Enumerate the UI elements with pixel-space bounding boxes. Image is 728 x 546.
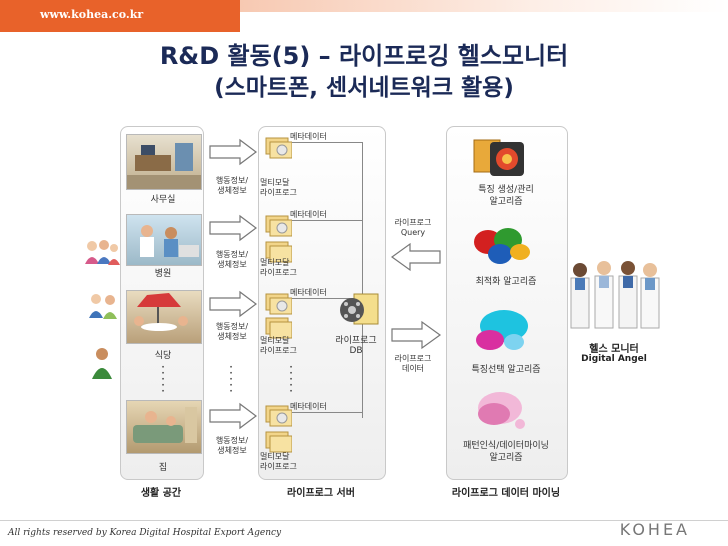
connector — [292, 412, 362, 413]
flow-label-home: 행동정보/ 생체정보 — [215, 436, 249, 455]
database-icon — [336, 290, 382, 336]
flow-arrow-home — [208, 402, 258, 434]
mining-item-2: 최적화 알고리즘 — [475, 277, 537, 287]
office-label: 사무실 — [150, 195, 176, 205]
restaurant-label: 식당 — [154, 351, 172, 361]
health-monitor-title: 헬스 모니터 — [589, 344, 639, 355]
header-strip — [240, 0, 728, 12]
folder-icon — [264, 426, 293, 458]
folder-icon — [264, 312, 293, 344]
metadata-label: 메타데이터 — [290, 402, 327, 411]
feature-selection-bubbles-icon — [470, 306, 534, 360]
column-label-lifelog-server: 라이프로그 서버 — [287, 488, 355, 499]
data-label: 라이프로그 데이터 — [394, 354, 432, 373]
query-label: 라이프로그 Query — [394, 218, 432, 237]
metadata-label: 메타데이터 — [290, 210, 327, 219]
hospital-label: 병원 — [154, 269, 172, 279]
flow-label-office: 행동정보/ 생체정보 — [215, 176, 249, 195]
home-label: 집 — [158, 463, 168, 473]
flow-arrow-restaurant — [208, 290, 258, 322]
folder-icon — [264, 130, 293, 166]
multimodal-label: 멀티모달 라이프로그 — [260, 178, 297, 197]
people-group-icon — [82, 238, 122, 274]
home-photo — [126, 400, 202, 454]
query-arrow — [390, 242, 442, 276]
column-label-data-mining: 라이프로그 데이터 마이닝 — [451, 488, 561, 499]
slide-title-line1: R&D 활동(5) – 라이프로깅 헬스모니터 — [159, 42, 569, 70]
pattern-recognition-bubble-icon — [470, 388, 534, 438]
slide-title-line2: (스마트폰, 센서네트워크 활용) — [214, 75, 514, 101]
column-label-living-space: 생활 공간 — [140, 488, 182, 499]
person-icon — [90, 346, 114, 384]
connector — [292, 142, 362, 143]
mining-item-1: 특징 생성/관리 알고리즘 — [478, 185, 534, 207]
ellipsis-server: ····· — [289, 360, 293, 398]
kohea-logo: KOHEA — [619, 520, 690, 539]
folder-icon — [264, 286, 293, 322]
connector — [292, 298, 362, 299]
multimodal-label: 멀티모달 라이프로그 — [260, 258, 297, 277]
site-url[interactable]: www.kohea.co.kr — [40, 8, 144, 21]
multimodal-label: 멀티모달 라이프로그 — [260, 336, 297, 355]
feature-management-icon — [470, 132, 534, 186]
lifelog-db-label: 라이프로그 DB — [335, 336, 377, 356]
flow-arrow-hospital — [208, 214, 258, 246]
flow-label-restaurant: 행동정보/ 생체정보 — [215, 322, 249, 341]
metadata-label: 메타데이터 — [290, 288, 327, 297]
mining-item-3: 특징선택 알고리즘 — [471, 365, 541, 375]
metadata-label: 메타데이터 — [290, 132, 327, 141]
office-photo — [126, 134, 202, 190]
hospital-photo — [126, 214, 202, 266]
connector — [292, 220, 362, 221]
ellipsis-left: ····· — [161, 360, 165, 398]
multimodal-label: 멀티모달 라이프로그 — [260, 452, 297, 471]
flow-arrow-office — [208, 138, 258, 170]
restaurant-photo — [126, 290, 202, 344]
server-connector-line — [362, 142, 363, 418]
doctors-icon — [566, 258, 662, 342]
flow-label-hospital: 행동정보/ 생체정보 — [215, 250, 249, 269]
folder-icon — [264, 236, 293, 268]
ellipsis-middle: ····· — [229, 360, 233, 398]
header-bar: www.kohea.co.kr — [0, 0, 240, 32]
footer-copyright: All rights reserved by Korea Digital Hos… — [8, 528, 282, 538]
footer-divider — [0, 520, 728, 521]
family-icon — [86, 292, 126, 326]
data-arrow — [390, 320, 442, 354]
optimization-bubbles-icon — [470, 224, 534, 272]
health-monitor-subtitle: Digital Angel — [581, 354, 647, 364]
folder-icon — [264, 398, 293, 434]
mining-item-4: 패턴인식/데이터마이닝 알고리즘 — [463, 441, 549, 463]
folder-icon — [264, 208, 293, 244]
